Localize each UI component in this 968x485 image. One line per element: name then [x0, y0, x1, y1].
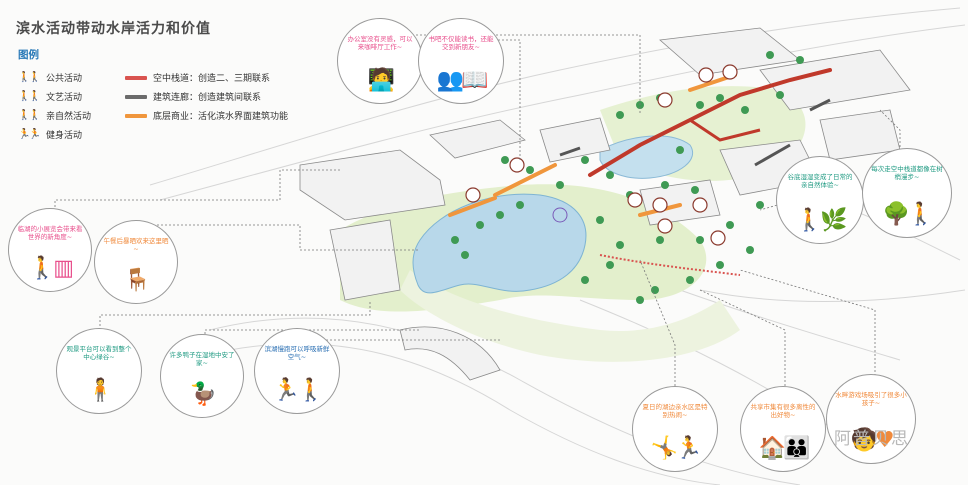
legend-heading: 图例 — [18, 49, 39, 61]
legend-item-arts: 🚶🚶 文艺活动 — [18, 91, 83, 103]
viewer-icon: 🧍 — [86, 378, 114, 403]
legend-item-public: 🚶🚶 公共活动 — [18, 72, 83, 84]
legend-item-fitness: 🏃🏃 健身活动 — [18, 129, 83, 141]
legend-item-corridor: 建筑连廊：创造建筑间联系 — [125, 90, 261, 103]
commerce-swatch — [125, 113, 147, 118]
fountain-icon — [552, 207, 568, 223]
bubble-summer: 夏日的湖边亲水区是特别热闹~ 🤸🏃 — [632, 386, 718, 472]
bubble-nature: 谷底湿湿变成了日常的亲自然体验~ 🚶🌿 — [776, 156, 864, 244]
lakeside-path — [599, 254, 741, 276]
legend-item-skywalk: 空中栈道：创造二、三期联系 — [125, 71, 270, 84]
sky-walk-route — [588, 68, 832, 177]
skywalk-swatch — [125, 75, 147, 80]
arts-activity-icon: 🚶🚶 — [18, 91, 41, 102]
buildings — [299, 27, 911, 381]
legend-item-commerce: 底层商业：活化滨水界面建筑功能 — [125, 109, 288, 122]
page-title: 滨水活动带动水岸活力和价值 — [16, 21, 211, 37]
children-icon: 🧒♥ — [850, 428, 894, 453]
bubble-market: 共享市集有很多离性的出好物~ 🏠👪 — [740, 386, 826, 472]
duck-icon: 🦆 — [189, 382, 217, 407]
sky-walk-branch — [689, 118, 761, 142]
bubble-skywalk: 每次走空中栈道都像在树梢漫步~ 🌳🚶 — [862, 148, 952, 238]
building-corridors — [559, 98, 831, 167]
watermark: 阿普贝思 — [834, 429, 910, 449]
market-stall-icon: 🏠👪 — [758, 436, 811, 461]
relaxing-person-icon: 🪑 — [123, 268, 151, 293]
map-markers — [465, 64, 738, 246]
lake — [412, 193, 587, 294]
lake-east — [599, 135, 693, 179]
summer-crowd-icon: 🤸🏃 — [650, 436, 703, 461]
bubble-viewing: 观景平台可以看到整个中心绿谷~ 🧍 — [56, 328, 142, 414]
bubble-playground: 水畔游戏场吸引了很多小孩子~ 🧒♥ — [826, 374, 916, 464]
trees — [451, 51, 804, 304]
bubble-jogging: 滨湖慢跑可以呼吸新鲜空气~ 🏃🚶 — [254, 328, 340, 414]
gallery-visitor-icon: 🚶▥ — [28, 256, 74, 281]
fitness-activity-icon: 🏃🏃 — [18, 129, 41, 140]
bubble-books: 书吧不仅能读书，还能交到新朋友~ 👥📖 — [418, 18, 504, 104]
bubble-ducks: 许多鸭子在湿地中安了家~ 🦆 — [160, 334, 244, 418]
legend-item-nature: 🚶🚶 亲自然活动 — [18, 110, 92, 122]
wetland-walker-icon: 🚶🌿 — [795, 208, 848, 233]
reading-group-icon: 👥📖 — [436, 68, 489, 93]
public-activity-icon: 🚶🚶 — [18, 72, 41, 83]
bubble-afterwork: 午餐后暴晒欢来这里晒~ 🪑 — [94, 220, 178, 304]
nature-activity-icon: 🚶🚶 — [18, 110, 41, 121]
canopy-walker-icon: 🌳🚶 — [882, 202, 935, 227]
bubble-office: 办公室没有灵感，可以来咖啡厅工作~ 🧑‍💻 — [337, 18, 423, 104]
desk-worker-icon: 🧑‍💻 — [367, 68, 395, 93]
jogger-icon: 🏃🚶 — [272, 378, 325, 403]
corridor-swatch — [125, 94, 147, 99]
bubble-gallery: 临湖的小展览会带来看世界的新角度~ 🚶▥ — [8, 208, 92, 292]
